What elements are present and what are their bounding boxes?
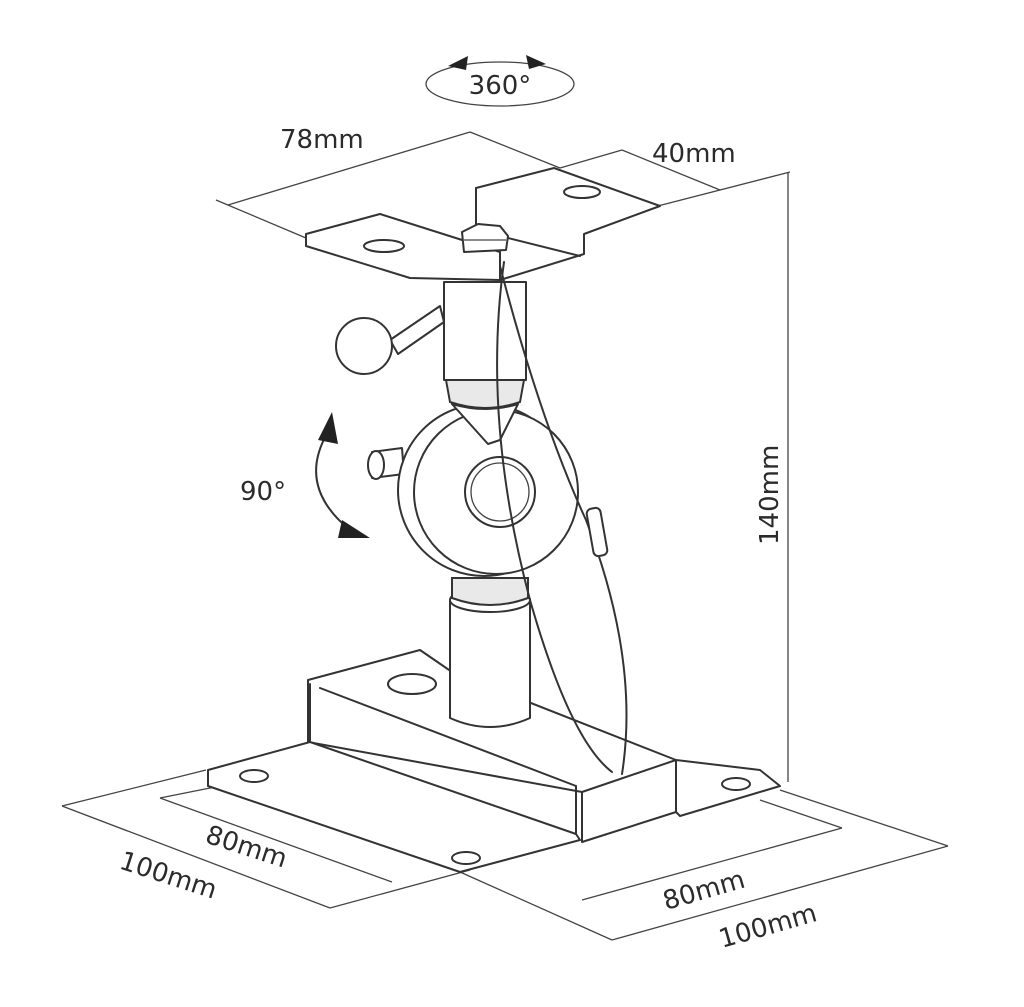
top-dimension-lines: 78mm 40mm [215, 125, 791, 239]
base-plate [207, 649, 781, 873]
base-left-inner-label: 80mm [202, 820, 291, 874]
tilt-arrow-up-icon [318, 412, 338, 444]
base-left-outer-label: 100mm [116, 846, 221, 906]
base-left-hole [239, 769, 269, 783]
rotation-ellipse [425, 61, 575, 107]
rotation-arrow-left-icon [448, 56, 468, 70]
tilt-joint [367, 403, 579, 577]
rotation-360-indicator: 360° [425, 55, 575, 107]
cable-clamp [585, 506, 609, 558]
top-depth-label: 40mm [652, 139, 736, 169]
rotation-360-label: 360° [469, 71, 532, 101]
upper-column-neck [451, 403, 519, 445]
center-bolt-icon [461, 223, 509, 253]
tilt-disc-hub [464, 456, 536, 528]
base-right-hole [721, 777, 751, 791]
top-plate [305, 167, 661, 281]
base-front-hole [451, 851, 481, 865]
side-arm [389, 305, 445, 355]
tilt-arrow-down-icon [338, 520, 370, 538]
height-label: 140mm [755, 445, 785, 545]
base-top-hole [387, 673, 437, 695]
base-right-inner-label: 80mm [660, 865, 749, 917]
tilt-90-indicator: 90° [240, 412, 370, 538]
top-width-label: 78mm [280, 125, 364, 155]
height-dimension: 140mm [755, 172, 789, 782]
rotation-arrow-right-icon [526, 55, 546, 69]
top-left-slot [363, 239, 405, 253]
top-right-slot [563, 185, 601, 199]
upper-column-collar [444, 379, 526, 409]
side-ball-knob [335, 317, 393, 375]
lower-column [449, 577, 531, 728]
base-left-foot [207, 741, 581, 873]
upper-column-body [443, 281, 527, 381]
lower-column-collar [451, 577, 529, 606]
base-dimension-lines: 80mm 100mm 80mm 100mm [61, 769, 949, 955]
upper-column [335, 281, 527, 445]
safety-cable [496, 261, 628, 775]
tilt-90-label: 90° [240, 477, 286, 507]
lower-column-body [449, 599, 531, 728]
